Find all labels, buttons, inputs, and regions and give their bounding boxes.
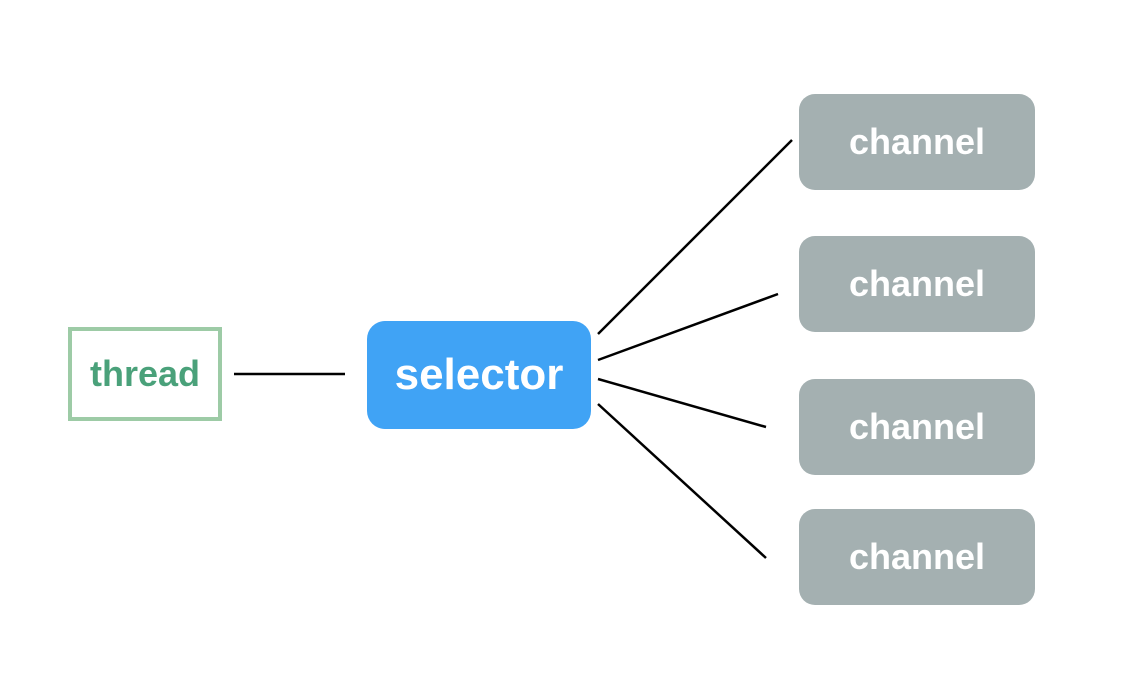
channel-label: channel	[848, 263, 986, 304]
thread-label: thread	[89, 353, 201, 394]
selector-channel-1-connector	[597, 139, 793, 335]
channel-label: channel	[848, 406, 986, 447]
channel-label: channel	[848, 536, 986, 577]
thread-node: thread	[68, 327, 222, 421]
selector-label: selector	[394, 350, 564, 399]
channel-label: channel	[848, 121, 986, 162]
channel-node-2: channel	[799, 236, 1035, 332]
selector-channel-3-connector	[597, 377, 767, 429]
channel-node-4: channel	[799, 509, 1035, 605]
selector-node: selector	[367, 321, 591, 429]
channel-node-3: channel	[799, 379, 1035, 475]
selector-channel-2-connector	[597, 292, 779, 362]
channel-node-1: channel	[799, 94, 1035, 190]
selector-channel-4-connector	[597, 403, 767, 559]
